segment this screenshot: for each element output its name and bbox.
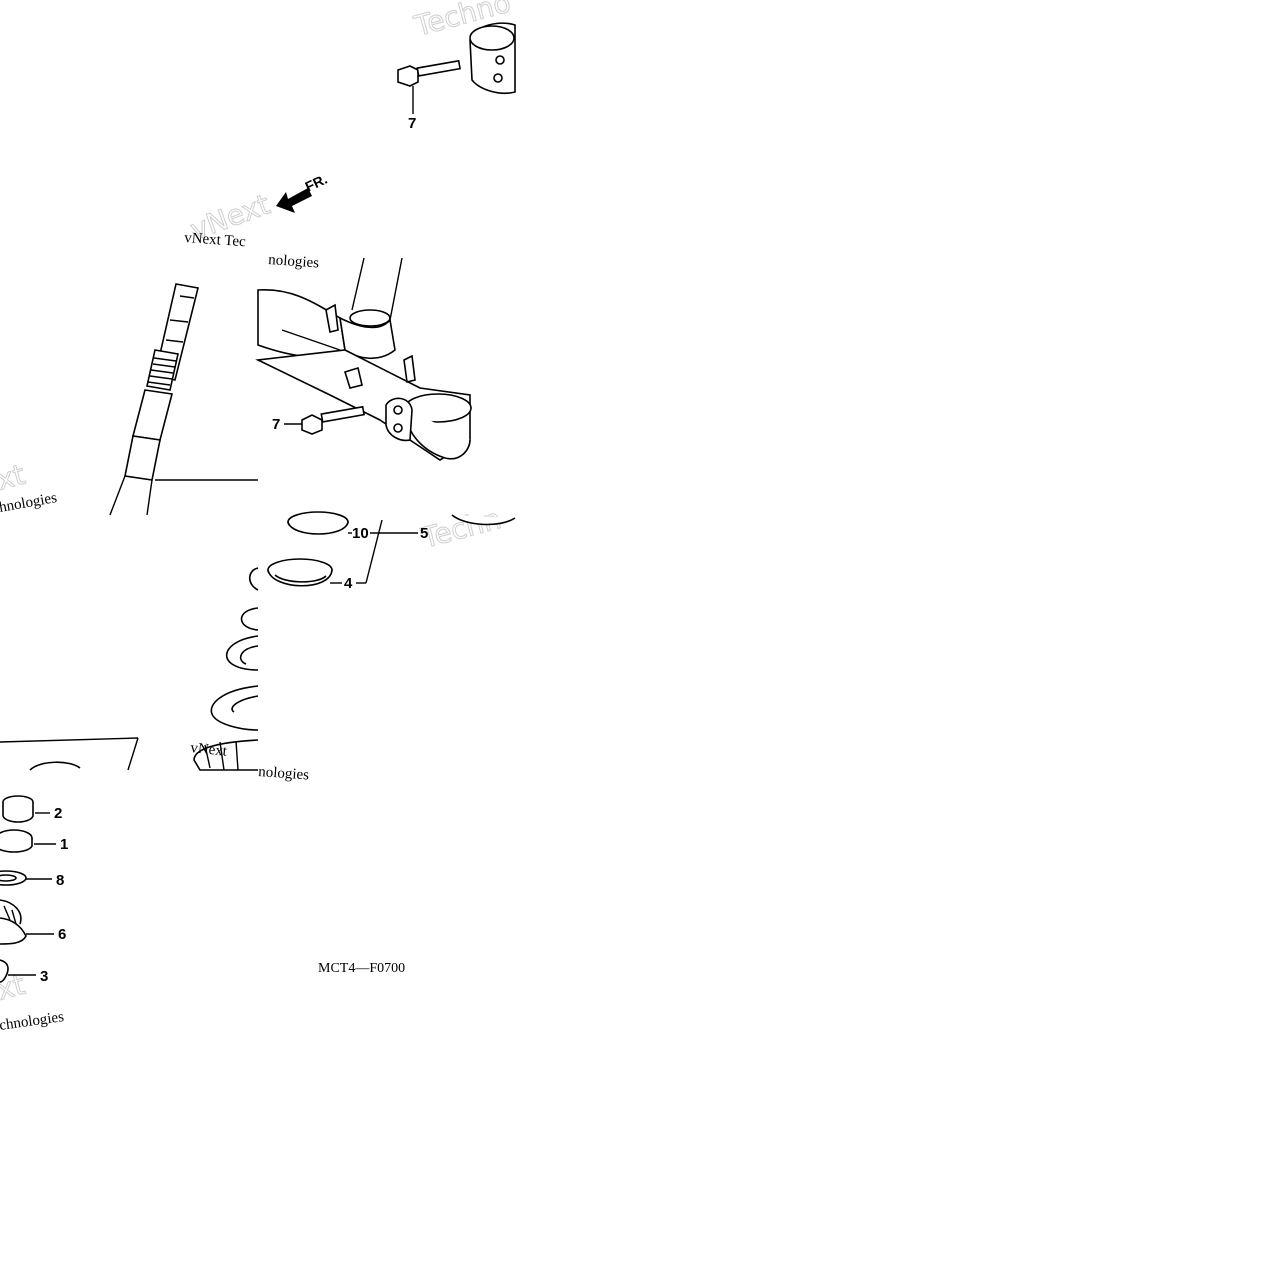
- watermark-vnext-tec: vNext Tec: [184, 230, 247, 250]
- callout-10: 10: [352, 525, 369, 542]
- nut-1: [0, 829, 56, 853]
- callout-8: 8: [56, 872, 64, 889]
- bolt-7-top: [397, 59, 461, 114]
- watermark-chnologies-bottom: chnologies: [0, 1009, 65, 1034]
- callout-7-top: 7: [408, 115, 416, 132]
- callout-3: 3: [40, 968, 48, 985]
- collar-2: [2, 795, 50, 823]
- front-arrow-label: FR.: [303, 171, 330, 195]
- watermark-nologies-lower: nologies: [258, 764, 310, 784]
- watermark-techn-mid: Techn: [417, 502, 504, 555]
- watermark-xt-left: xt: [0, 458, 28, 497]
- lower-triple-clamp: [255, 257, 472, 461]
- callout-5: 5: [420, 525, 428, 542]
- figure-code: MCT4—F0700: [318, 961, 405, 976]
- front-direction-arrow: FR.: [276, 171, 330, 213]
- bearing-seal-group: [267, 511, 516, 587]
- callout-4: 4: [344, 575, 353, 592]
- bolt-7-mid: [284, 405, 365, 435]
- nut-6: [0, 899, 54, 945]
- bearing-3: [0, 959, 36, 983]
- watermark-nologies-upper: nologies: [268, 252, 320, 272]
- top-clamp-fragment: [469, 22, 516, 95]
- callout-7-mid: 7: [272, 416, 280, 433]
- steering-stem-shaft: [109, 283, 258, 516]
- callout-1: 1: [60, 836, 68, 853]
- washer-8: [0, 870, 52, 886]
- stem-parts-stack: [193, 567, 259, 771]
- callout-2: 2: [54, 805, 62, 822]
- watermark-vnext-lower: vNext: [190, 740, 229, 760]
- bottom-parts-panel: [0, 737, 139, 771]
- callout-6: 6: [58, 926, 66, 943]
